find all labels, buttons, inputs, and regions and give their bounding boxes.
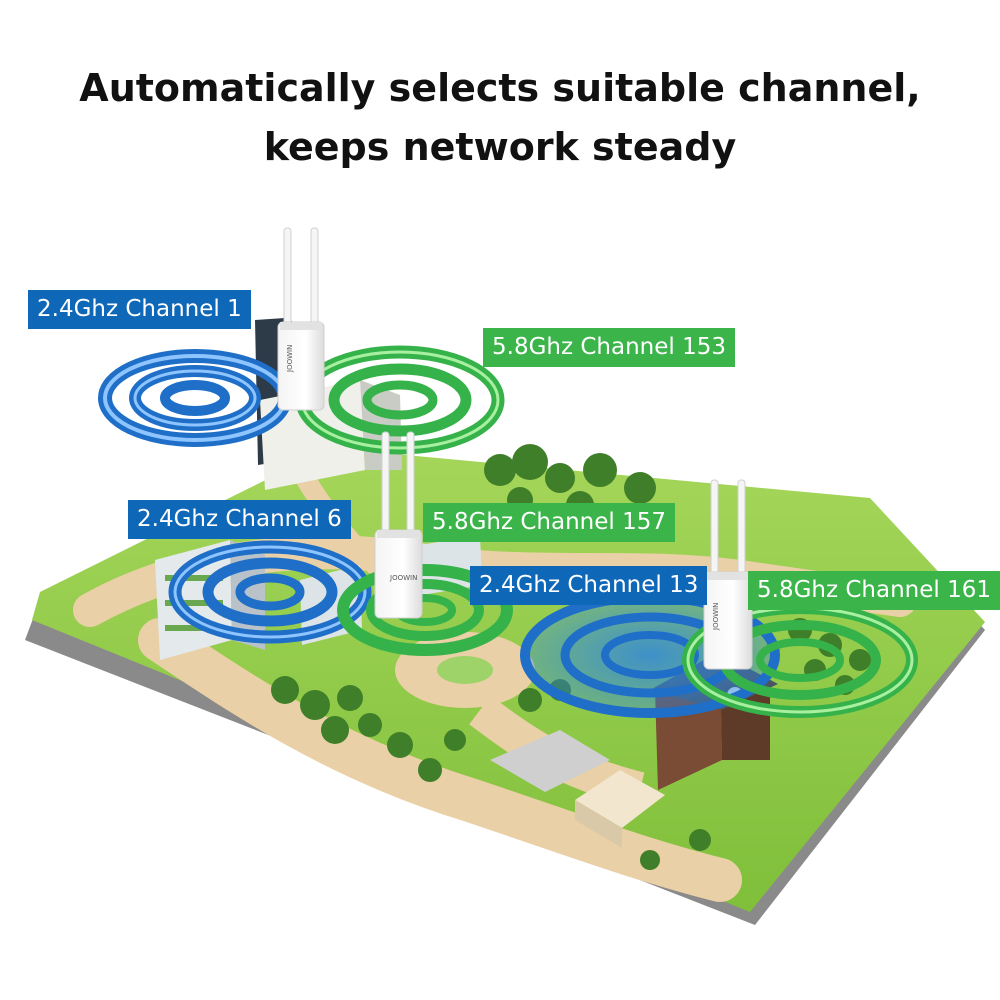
access-point-icon bbox=[277, 227, 753, 670]
label-2-4ghz-channel-6: 2.4Ghz Channel 6 bbox=[128, 500, 351, 539]
headline-line-2: keeps network steady bbox=[263, 125, 737, 169]
brand-mark-ap1: JOOWIN bbox=[286, 345, 294, 373]
device-brand-marks: JOOWIN JOOWIN JOOWIN bbox=[286, 345, 720, 631]
label-2-4ghz-channel-1: 2.4Ghz Channel 1 bbox=[28, 290, 251, 329]
brand-mark-ap2: JOOWIN bbox=[389, 574, 417, 582]
label-5-8ghz-channel-153: 5.8Ghz Channel 153 bbox=[483, 328, 735, 367]
brand-mark-ap3: JOOWIN bbox=[712, 603, 720, 631]
label-5-8ghz-channel-161: 5.8Ghz Channel 161 bbox=[748, 571, 1000, 610]
label-2-4ghz-channel-13: 2.4Ghz Channel 13 bbox=[470, 566, 708, 605]
label-5-8ghz-channel-157: 5.8Ghz Channel 157 bbox=[423, 503, 675, 542]
headline-line-1: Automatically selects suitable channel, bbox=[79, 66, 921, 110]
